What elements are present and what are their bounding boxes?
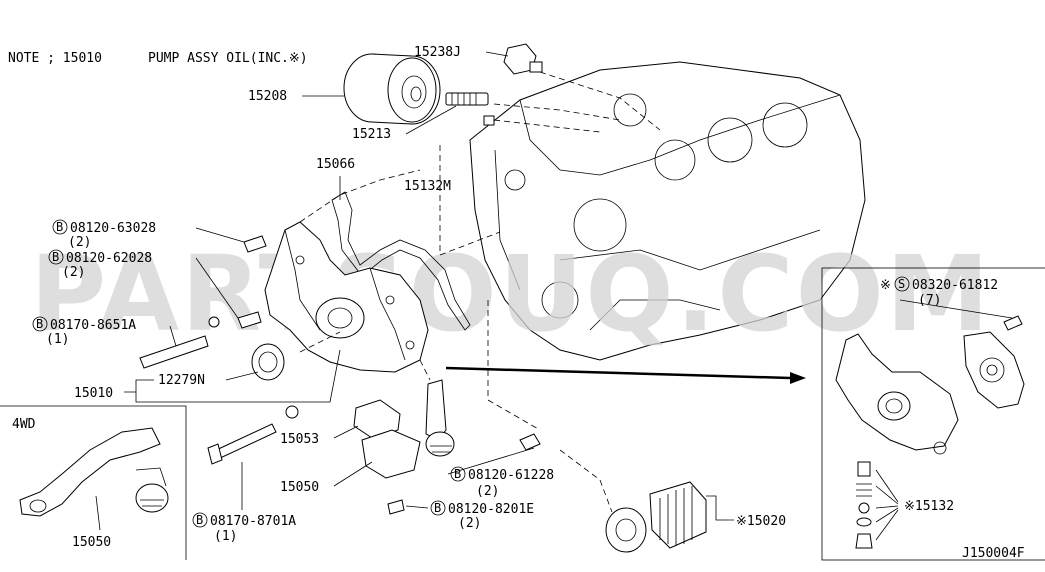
dashed-line-10	[419, 359, 431, 381]
watermark: PARTSOUQ.COM	[30, 233, 991, 355]
note-prefix: NOTE ; 15010	[8, 51, 102, 66]
bolt-6-qty: (2)	[458, 516, 481, 531]
leader-b2	[195, 257, 239, 319]
dashed-line-5	[439, 231, 501, 256]
bolt-callout-2: B 08120-62028 (2)	[48, 249, 152, 280]
label-15020: ※15020	[736, 514, 786, 529]
inset-4wd-frame	[0, 405, 187, 560]
bolt-2-code: 08120-62028	[66, 251, 152, 266]
bolt-5-qty: (2)	[476, 484, 499, 499]
oil-pressure-switch	[503, 43, 543, 75]
bolt-symbol: B	[434, 501, 441, 515]
diagram-id: J150004F	[962, 546, 1025, 561]
dashed-line-3	[493, 119, 601, 133]
leader-s1	[899, 299, 1013, 319]
exploded-screw	[1003, 315, 1023, 331]
leader-b5	[447, 447, 535, 475]
label-15066: 15066	[316, 157, 355, 172]
oil-strainer	[353, 379, 455, 479]
inset-4wd-strainer	[19, 427, 169, 517]
label-15132: ※15132	[904, 499, 954, 514]
oil-filter	[343, 53, 441, 125]
oil-seal	[251, 343, 285, 381]
dashed-line-6	[299, 169, 421, 223]
bolt-callout-6: B 08120-8201E (2)	[430, 500, 534, 531]
inset-4wd-title: 4WD	[12, 417, 36, 432]
label-15238j: 15238J	[414, 45, 461, 60]
label-12279n: 12279N	[158, 373, 205, 388]
bolt-callout-3: B 08170-8651A (1)	[32, 316, 136, 347]
screw-callout-1: ※ S 08320-61812 (7)	[880, 276, 998, 308]
label-15213: 15213	[352, 127, 391, 142]
strainer-bolts	[387, 433, 541, 515]
bolt-4-qty: (1)	[214, 529, 237, 544]
pump-bolts	[139, 235, 299, 419]
leader-15213	[405, 105, 457, 135]
leader-15020	[706, 495, 734, 521]
dashed-line-2	[493, 103, 621, 121]
screw-1-qty: (7)	[918, 293, 941, 308]
bolt-6-code: 08120-8201E	[448, 502, 534, 517]
exploded-view-box	[821, 267, 1045, 561]
bolt-symbol: B	[454, 467, 461, 481]
inset-4wd-leader	[95, 495, 101, 531]
leader-15053	[333, 425, 359, 439]
bolt-3-code: 08170-8651A	[50, 318, 136, 333]
bolt-1-code: 08120-63028	[70, 221, 156, 236]
explode-arrow	[445, 366, 806, 384]
bolt-3-qty: (1)	[46, 332, 69, 347]
bolt-symbol: B	[36, 317, 43, 331]
leader-15050	[333, 461, 373, 487]
label-15132m: 15132M	[404, 179, 451, 194]
leader-b3	[169, 325, 177, 347]
leader-12279n	[225, 371, 259, 381]
screw-1-code: 08320-61812	[912, 278, 998, 293]
bolt-symbol: B	[56, 220, 63, 234]
label-15053: 15053	[280, 432, 319, 447]
engine-block	[469, 61, 866, 361]
bolt-4-code: 08170-8701A	[210, 514, 296, 529]
note-text: PUMP ASSY OIL(INC.※)	[148, 51, 308, 66]
bolt-callout-1: B 08120-63028 (2)	[52, 219, 156, 250]
exploded-pump-cover	[963, 331, 1025, 409]
bolt-callout-5: B 08120-61228 (2)	[450, 466, 554, 499]
bolt-symbol: B	[52, 250, 59, 264]
label-15208: 15208	[248, 89, 287, 104]
label-15010: 15010	[74, 386, 113, 401]
leader-b1	[195, 227, 245, 243]
screw-symbol: S	[898, 277, 905, 291]
filter-stud	[445, 92, 495, 126]
leader-15238j	[485, 51, 509, 57]
dashed-line-1	[539, 71, 661, 131]
dashed-line-7	[299, 331, 341, 353]
leader-15010	[124, 349, 341, 403]
oil-pump-body	[264, 221, 429, 373]
bolt-5-code: 08120-61228	[468, 468, 554, 483]
bolt-2-qty: (2)	[62, 265, 85, 280]
screw-1-mark: ※	[880, 278, 891, 293]
leader-b6	[405, 505, 429, 509]
dashed-line-9	[559, 449, 613, 513]
exploded-pump-body	[835, 333, 959, 455]
relief-valve-parts	[855, 461, 899, 549]
dashed-line-8	[487, 300, 541, 431]
label-15050: 15050	[280, 480, 319, 495]
bolt-callout-4: B 08170-8701A (1)	[192, 512, 296, 544]
bolt-1-qty: (2)	[68, 235, 91, 250]
long-bolt	[207, 423, 277, 465]
inset-4wd-part: 15050	[72, 535, 111, 550]
bolt-symbol: B	[196, 513, 203, 527]
drive-gear	[605, 481, 707, 553]
